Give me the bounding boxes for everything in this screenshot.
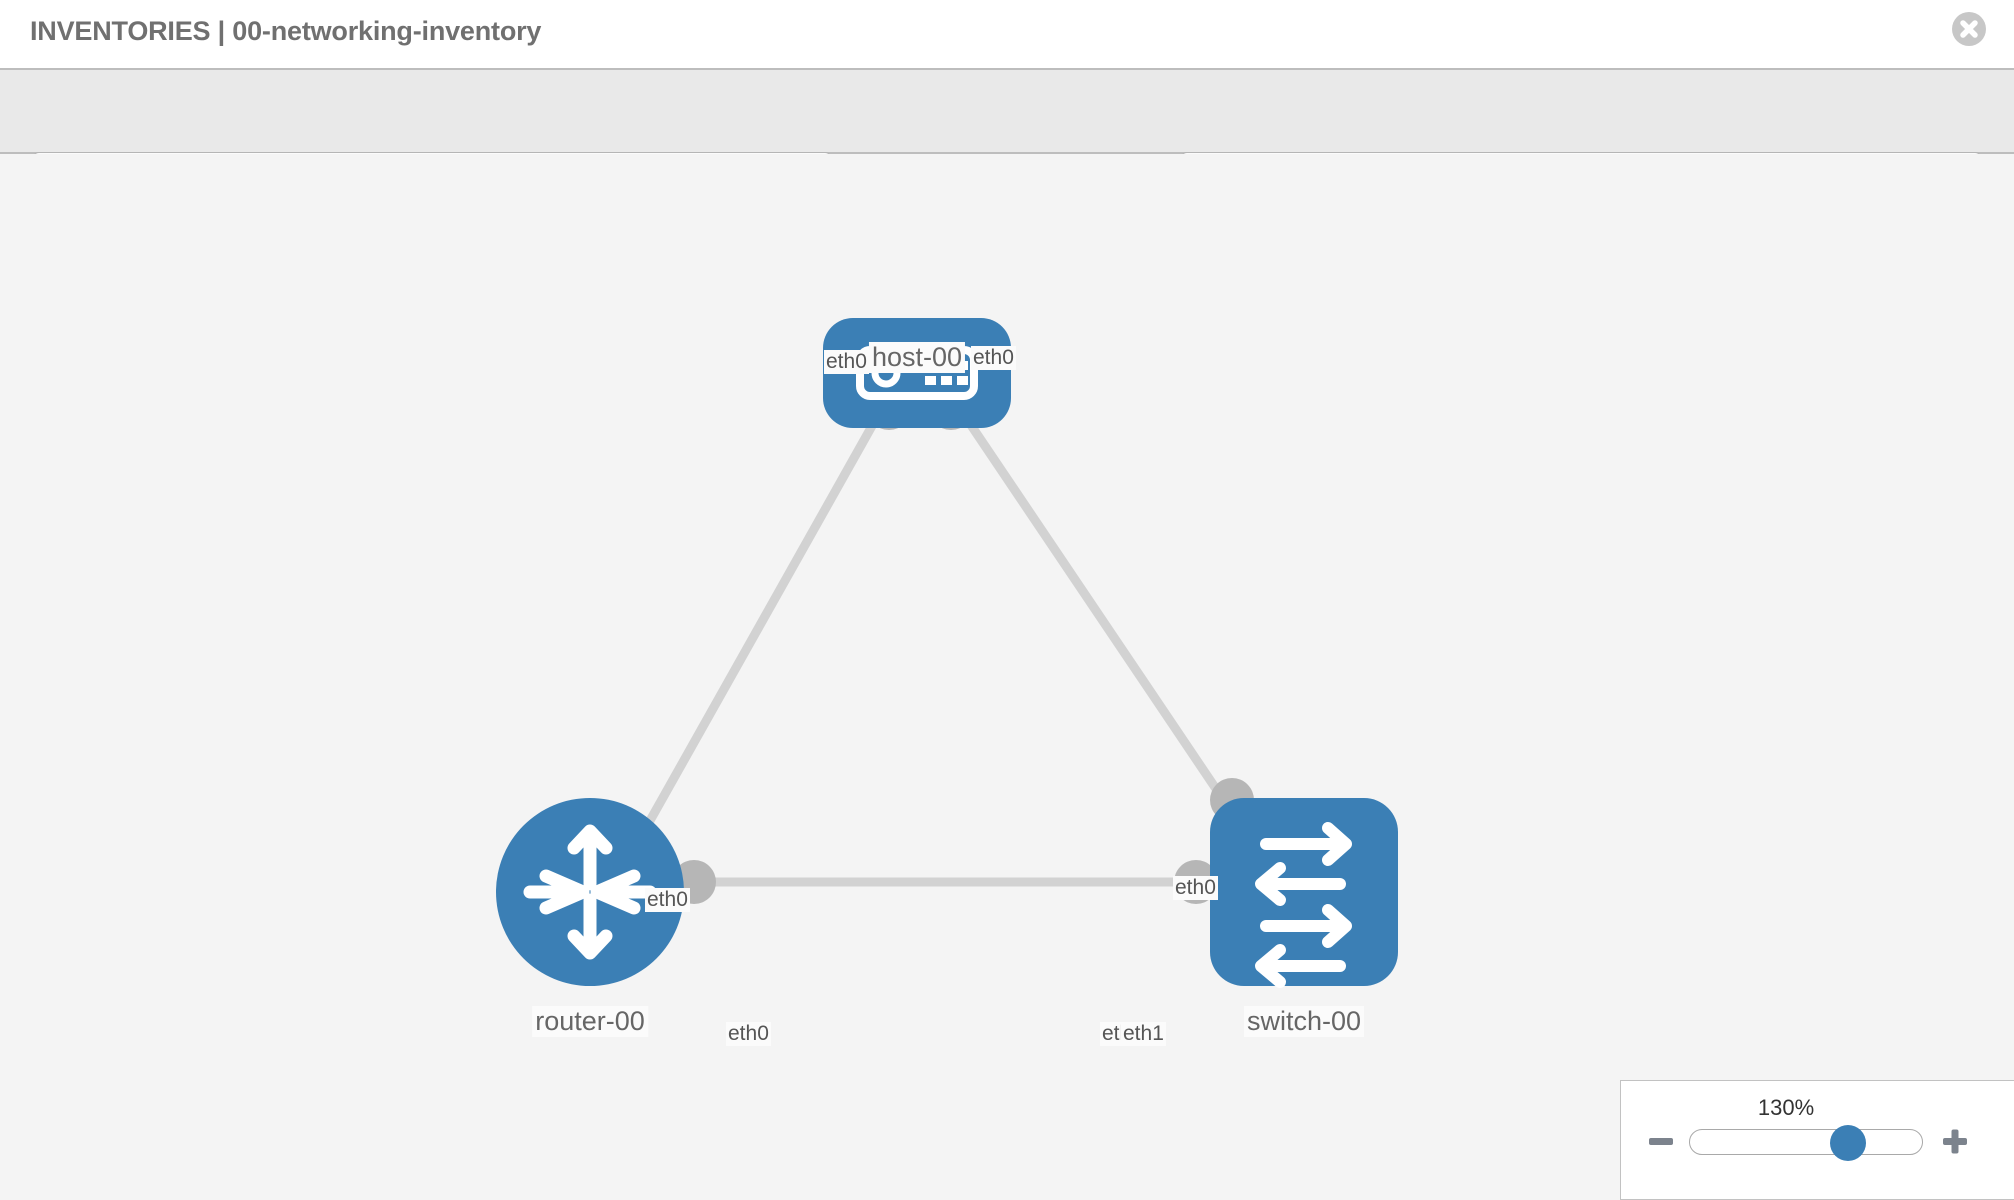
node-label-router-00: router-00 bbox=[532, 1006, 648, 1037]
iface-label-router-up: eth0 bbox=[645, 888, 690, 912]
zoom-control-panel: 130% bbox=[1620, 1080, 2014, 1200]
iface-label-host-right: eth0 bbox=[971, 346, 1016, 370]
plus-icon bbox=[1943, 1129, 1967, 1154]
zoom-out-button[interactable] bbox=[1645, 1125, 1677, 1157]
topology-graph bbox=[496, 318, 1398, 988]
topology-links bbox=[616, 391, 1274, 887]
node-switch-00[interactable] bbox=[1210, 798, 1398, 988]
node-label-switch-00: switch-00 bbox=[1243, 1006, 1365, 1037]
minus-icon bbox=[1649, 1138, 1673, 1145]
page-title: INVENTORIES | 00-networking-inventory bbox=[30, 16, 542, 46]
topology-canvas[interactable]: host-00 router-00 switch-00 eth0 eth0 et… bbox=[0, 154, 2014, 1200]
link-host-router[interactable] bbox=[616, 391, 894, 877]
page-header: INVENTORIES | 00-networking-inventory bbox=[0, 0, 2014, 68]
close-icon bbox=[1960, 20, 1978, 38]
iface-label-switch-up: eth0 bbox=[1173, 876, 1218, 900]
iface-label-switch-left-eth1: eth1 bbox=[1121, 1022, 1166, 1046]
router-arrows-icon bbox=[523, 824, 657, 960]
switch-arrows-icon bbox=[1255, 822, 1352, 988]
toolbar: ACTIONS SEARCH bbox=[0, 68, 2014, 204]
iface-label-host-left: eth0 bbox=[824, 350, 869, 374]
zoom-level-value: 130% bbox=[1757, 1095, 1815, 1120]
topology-connectors bbox=[672, 386, 1254, 904]
zoom-slider[interactable] bbox=[1689, 1125, 1923, 1161]
close-button[interactable] bbox=[1952, 12, 1986, 46]
zoom-slider-handle[interactable] bbox=[1830, 1125, 1866, 1161]
zoom-in-button[interactable] bbox=[1939, 1125, 1971, 1157]
node-router-00[interactable] bbox=[496, 798, 684, 986]
iface-label-router-right: eth0 bbox=[726, 1022, 771, 1046]
node-label-host-00: host-00 bbox=[868, 342, 966, 373]
